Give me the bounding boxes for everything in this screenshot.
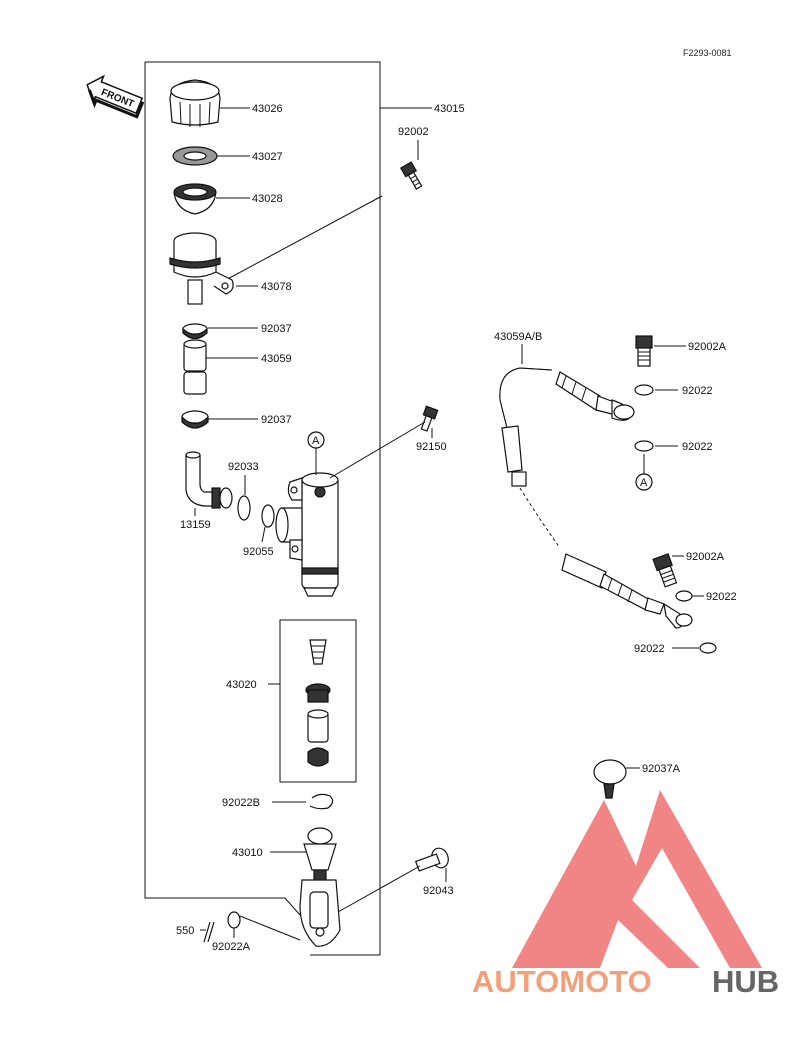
label-92022-2: 92022	[682, 441, 713, 453]
label-43026: 43026	[252, 103, 283, 115]
label-92037a: 92037A	[642, 763, 681, 775]
front-arrow-icon: FRONT	[86, 74, 145, 119]
reservoir-hose	[183, 339, 207, 395]
watermark-text-auto: AUTOMOTO	[472, 964, 652, 999]
brake-hose-assembly	[499, 367, 693, 629]
label-92033: 92033	[228, 461, 259, 473]
washer-92022-2	[634, 440, 654, 452]
label-43028: 43028	[252, 193, 283, 205]
label-43015: 43015	[434, 103, 465, 115]
callout-marker-a-right: A	[635, 454, 653, 491]
svg-text:A: A	[640, 477, 648, 489]
washer-92022-3	[675, 590, 693, 602]
washer-92022a	[227, 911, 241, 929]
label-43059: 43059	[261, 353, 292, 365]
label-92022-1: 92022	[682, 385, 713, 397]
callout-marker-a-left: A	[307, 431, 325, 475]
figure-reference: F2293-0081	[683, 48, 732, 58]
cotter-pin-550	[203, 921, 215, 943]
hose-clamp-top	[182, 323, 208, 340]
label-43020: 43020	[226, 679, 257, 691]
label-92043: 92043	[423, 885, 454, 897]
label-13159: 13159	[180, 519, 211, 531]
washer-92022-1	[634, 384, 654, 396]
reservoir	[169, 232, 234, 305]
push-rod	[299, 827, 341, 947]
label-550: 550	[176, 925, 194, 937]
bolt-92150	[420, 405, 439, 432]
clevis-pin-92043	[414, 847, 449, 872]
elbow-fitting	[185, 451, 233, 509]
banjo-bolt-top	[635, 335, 653, 367]
label-92037-top: 92037	[261, 323, 292, 335]
piston-kit-parts	[305, 639, 331, 767]
washer-92033	[237, 495, 251, 521]
label-92002a-lower: 92002A	[686, 551, 725, 563]
label-92022b: 92022B	[222, 797, 260, 809]
label-92022-4: 92022	[634, 643, 665, 655]
label-92002a-top: 92002A	[688, 341, 727, 353]
label-43027: 43027	[252, 151, 283, 163]
label-92037-bottom: 92037	[261, 414, 292, 426]
circlip-92022b	[309, 793, 334, 810]
label-92022-3: 92022	[706, 591, 737, 603]
label-92022a: 92022A	[212, 941, 251, 953]
label-43010: 43010	[232, 847, 263, 859]
piston-kit-box	[279, 619, 357, 783]
logo-triangle-icon	[512, 790, 762, 968]
oring-92055	[261, 504, 275, 528]
washer-92022-4	[699, 642, 717, 654]
label-43078: 43078	[261, 281, 292, 293]
diaphragm-plate	[172, 146, 218, 166]
watermark-text-hub: HUB	[712, 964, 779, 999]
master-cylinder-body	[275, 472, 339, 597]
label-92055: 92055	[243, 546, 274, 558]
hose-clamp-bottom	[181, 410, 209, 429]
banjo-bolt-lower	[652, 553, 678, 588]
label-92002: 92002	[398, 126, 429, 138]
svg-text:A: A	[312, 435, 320, 447]
diaphragm	[173, 183, 217, 215]
assembly-outline-43015	[144, 61, 381, 956]
label-92150: 92150	[416, 441, 447, 453]
label-43059ab: 43059A/B	[494, 331, 542, 343]
automotohub-logo: AUTOMOTO HUB	[472, 790, 779, 999]
reservoir-cap	[169, 79, 221, 127]
bolt-92002	[399, 161, 423, 190]
hose-clamp-92037a	[593, 759, 627, 799]
